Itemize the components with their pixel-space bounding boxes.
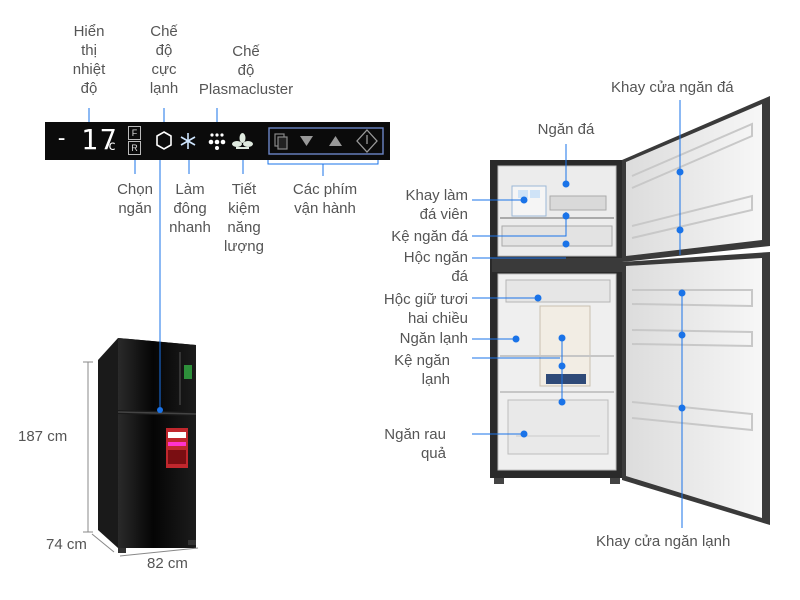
label-select-compartment: Chọn ngăn	[117, 181, 153, 217]
plasmacluster-icon	[208, 133, 226, 150]
snowflake-icon	[180, 133, 196, 149]
compartment-f-indicator: F	[128, 126, 141, 140]
temp-value: 17	[81, 123, 119, 156]
label-quick-freeze: Làm đông nhanh	[169, 181, 211, 236]
small-fridge-image	[98, 338, 197, 553]
label-super-cool: Chế độ cực lạnh	[149, 23, 179, 97]
arrow-up-icon	[329, 136, 342, 146]
label-fridge-door-tray: Khay cửa ngăn lạnh	[596, 533, 731, 550]
hexagon-icon	[156, 131, 172, 150]
diamond-key-icon	[356, 129, 378, 153]
dimension-depth: 74 cm	[46, 536, 87, 553]
callout-lines	[88, 100, 686, 528]
label-energy-saving: Tiết kiệm năng lượng	[224, 181, 264, 255]
label-ice-tray: Khay làm đá viên	[405, 187, 468, 223]
label-freezer-drawer: Hộc ngăn đá	[403, 249, 468, 285]
label-freezer-shelf: Kệ ngăn đá	[391, 228, 468, 245]
panel-icons	[156, 127, 384, 155]
label-veg-drawer: Ngăn rau quả	[384, 426, 446, 462]
label-fridge: Ngăn lạnh	[399, 330, 468, 347]
control-panel: - 17 c F R	[45, 122, 390, 160]
leaf-eco-icon	[232, 133, 253, 149]
dimension-lines	[83, 361, 199, 557]
dimension-width: 82 cm	[147, 555, 188, 572]
label-display-temp: Hiển thị nhiệt độ	[72, 23, 106, 97]
arrow-down-icon	[300, 136, 313, 146]
label-freezer-door-tray: Khay cửa ngăn đá	[611, 79, 734, 96]
dimension-height: 187 cm	[18, 428, 68, 445]
operation-keys-frame	[268, 127, 384, 155]
label-fresh-drawer: Hộc giữ tươi hai chiều	[383, 291, 468, 327]
temp-sign: -	[55, 126, 69, 151]
label-operation-keys: Các phím vận hành	[292, 181, 358, 217]
open-fridge-image	[490, 96, 770, 525]
copy-icon	[274, 133, 288, 150]
label-freezer: Ngăn đá	[537, 121, 595, 138]
label-fridge-shelf: Kệ ngăn lạnh	[394, 352, 450, 388]
label-plasmacluster: Chế độ Plasmacluster	[198, 43, 294, 98]
compartment-r-indicator: R	[128, 141, 141, 155]
temp-unit: c	[108, 139, 116, 154]
